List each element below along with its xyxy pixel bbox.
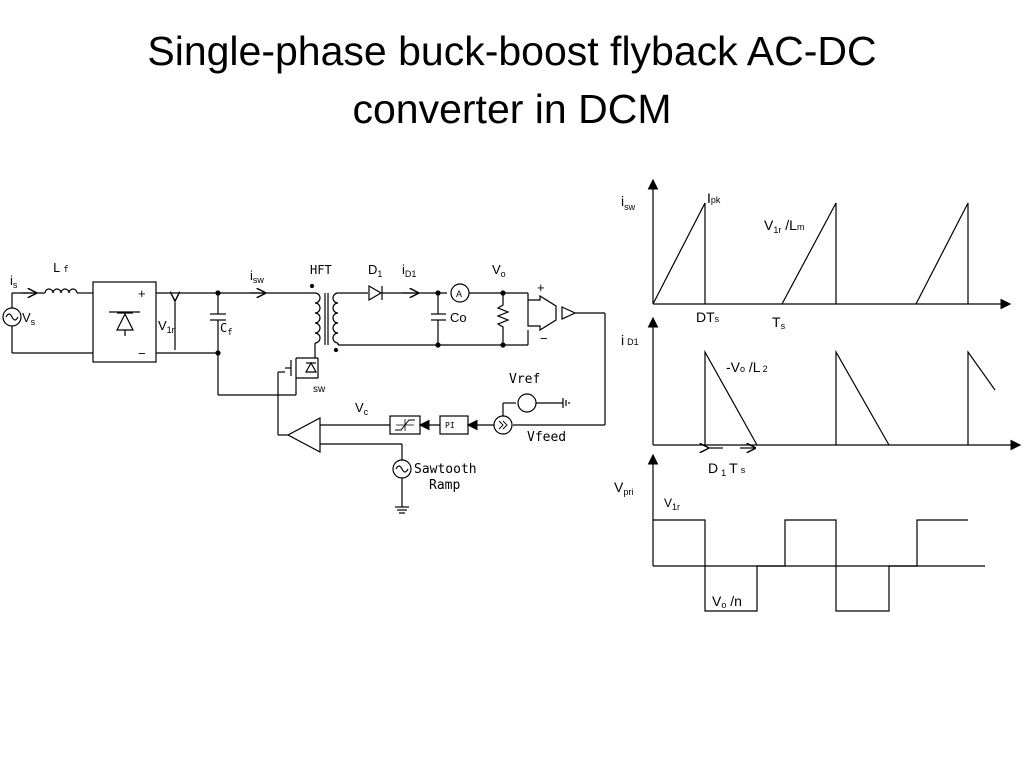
label-cf: Cf [220, 321, 233, 338]
label-ipk: Ipk [707, 190, 721, 206]
label-ramp: Ramp [429, 478, 460, 493]
transformer-secondary [332, 292, 339, 344]
label-hft: HFT [310, 263, 332, 277]
label-vfeed: Vfeed [527, 430, 566, 445]
label-minus-sensor: − [540, 331, 548, 346]
inductor-lf [44, 288, 78, 294]
label-isw: isw [250, 268, 264, 285]
label-dts: DTs [696, 309, 720, 325]
waveform-id1 [647, 316, 1022, 448]
waveform-isw [647, 178, 1012, 310]
label-sw: sw [313, 384, 326, 395]
comparator [286, 417, 321, 453]
label-v1r: V1r [158, 318, 175, 335]
transformer-primary [314, 292, 321, 344]
label-vc: Vc [355, 400, 369, 417]
label-sawtooth: Sawtooth [414, 462, 477, 477]
label-id1: iD1 [402, 262, 416, 279]
label-vpri-axis: Vpri [614, 479, 633, 497]
waveform-vpri [647, 453, 985, 612]
load-resistor [496, 293, 510, 345]
label-d1: D1 [368, 262, 382, 279]
label-plus-sensor: + [537, 280, 545, 295]
label-isw-axis: isw [621, 193, 636, 212]
label-vs: Vs [22, 310, 36, 327]
label-is: is [10, 273, 18, 290]
label-ts: Ts [772, 314, 786, 331]
slide-title: Single-phase buck-boost flyback AC-DC co… [0, 22, 1024, 138]
rectifier-bridge [92, 281, 157, 363]
mosfet-switch [277, 355, 319, 435]
label-minus-rect: − [138, 346, 146, 361]
label-v1r-level: V1r [664, 496, 680, 512]
label-vref: Vref [509, 372, 540, 387]
title-line-1: Single-phase buck-boost flyback AC-DC [147, 28, 877, 74]
vref-source [517, 393, 537, 413]
title-line-2: converter in DCM [352, 86, 672, 132]
label-vo-n: Vo /n [712, 593, 742, 610]
circuit-schematic [2, 281, 606, 514]
label-isw-slope: V1r /Lm [764, 217, 804, 235]
label-ammeter: A [456, 289, 462, 299]
label-plus-rect: + [138, 286, 146, 301]
label-pi: PI [445, 421, 455, 430]
diode-d1 [368, 284, 383, 302]
ac-source-vs [2, 307, 22, 327]
label-vo: Vo [492, 262, 506, 279]
voltage-sensor [527, 294, 557, 332]
label-co: Co [450, 310, 467, 325]
